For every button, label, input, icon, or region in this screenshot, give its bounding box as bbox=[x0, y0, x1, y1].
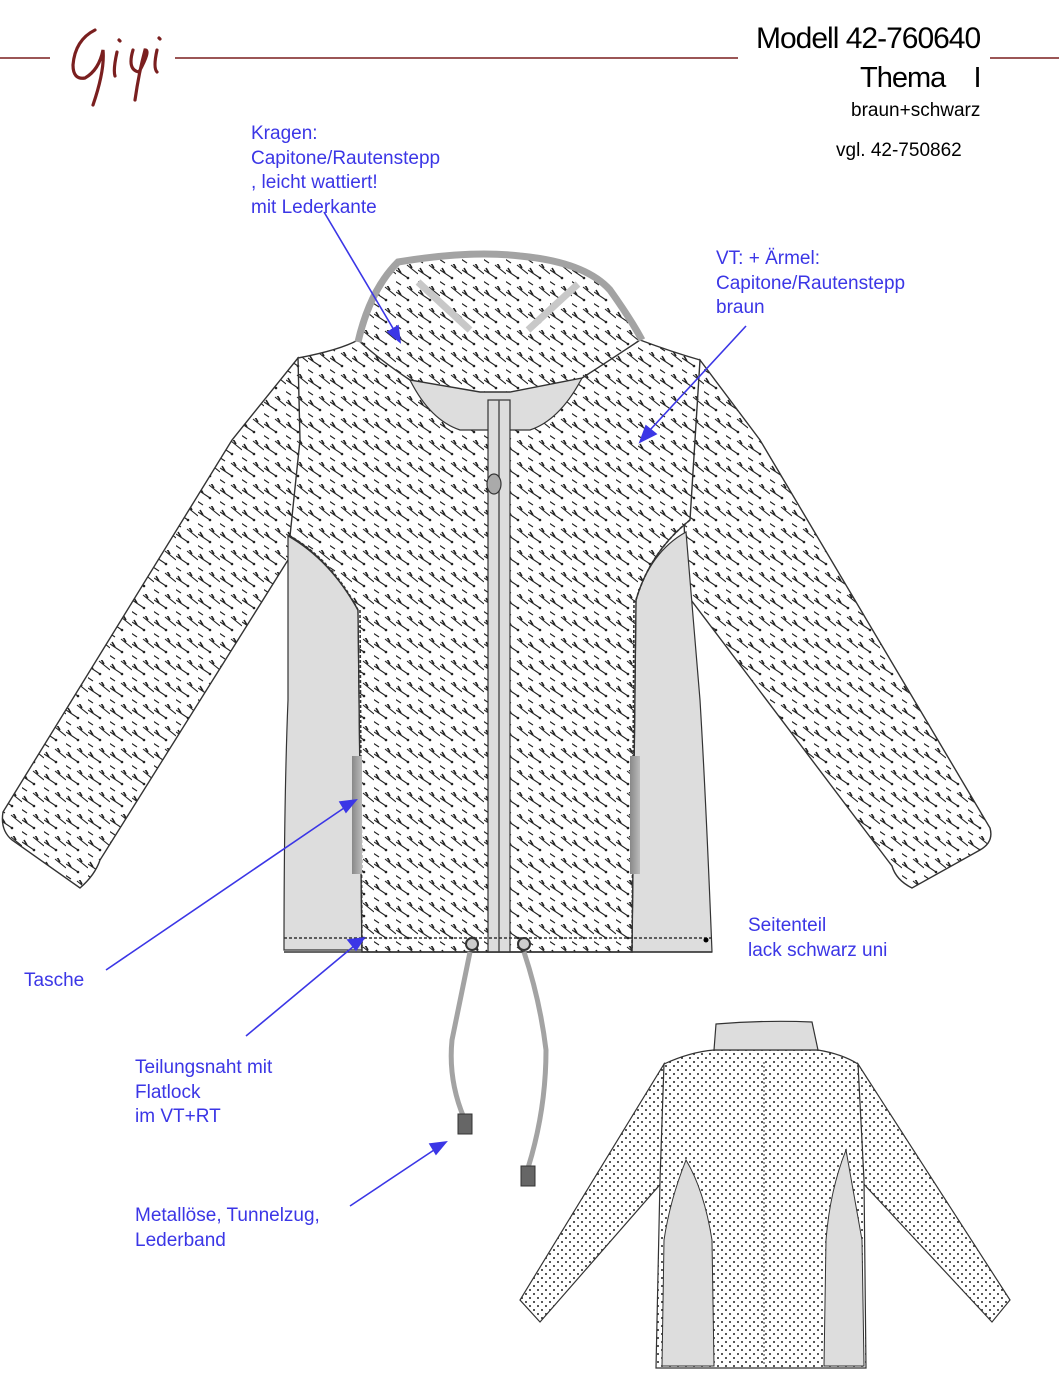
annotation-side-panel: Seitenteil lack schwarz uni bbox=[748, 915, 888, 961]
annotation-collar: Kragen: Capitone/Rautenstepp , leicht wa… bbox=[251, 123, 441, 218]
cord-end-left bbox=[457, 1113, 473, 1135]
back-side-left bbox=[661, 1158, 715, 1367]
eyelet-left bbox=[465, 937, 479, 951]
side-panel-right bbox=[631, 531, 713, 953]
back-collar bbox=[713, 1020, 819, 1051]
gigi-logo bbox=[71, 28, 162, 107]
drawstring-right bbox=[521, 951, 549, 1169]
left-sleeve bbox=[1, 356, 315, 889]
drawstring-left bbox=[448, 951, 473, 1119]
annotation-drawstring: Metallöse, Tunnelzug, Lederband bbox=[135, 1205, 320, 1251]
pocket-left bbox=[352, 756, 362, 874]
colorway: braun+schwarz bbox=[851, 100, 981, 121]
annotation-seam: Teilungsnaht mit Flatlock im VT+RT bbox=[135, 1057, 273, 1127]
annotation-arrows bbox=[105, 211, 747, 1207]
annotation-pocket: Tasche bbox=[24, 970, 85, 991]
jacket-front bbox=[1, 250, 992, 1187]
right-sleeve bbox=[679, 358, 992, 889]
cord-end-right bbox=[520, 1165, 536, 1187]
model-number: Modell 42-760640 bbox=[756, 22, 981, 55]
zipper-pull bbox=[486, 473, 502, 495]
annotation-front-sleeve: VT: + Ärmel: Capitone/Rautenstepp braun bbox=[716, 248, 906, 318]
back-right-sleeve bbox=[857, 1061, 1011, 1323]
theme-label: Thema I bbox=[860, 62, 982, 94]
jacket-back bbox=[519, 1020, 1011, 1369]
compare-reference: vgl. 42-750862 bbox=[836, 140, 962, 161]
back-side-right bbox=[823, 1148, 865, 1367]
pocket-right bbox=[630, 756, 640, 874]
collar-leather-edge bbox=[354, 250, 646, 343]
eyelet-right bbox=[517, 937, 531, 951]
